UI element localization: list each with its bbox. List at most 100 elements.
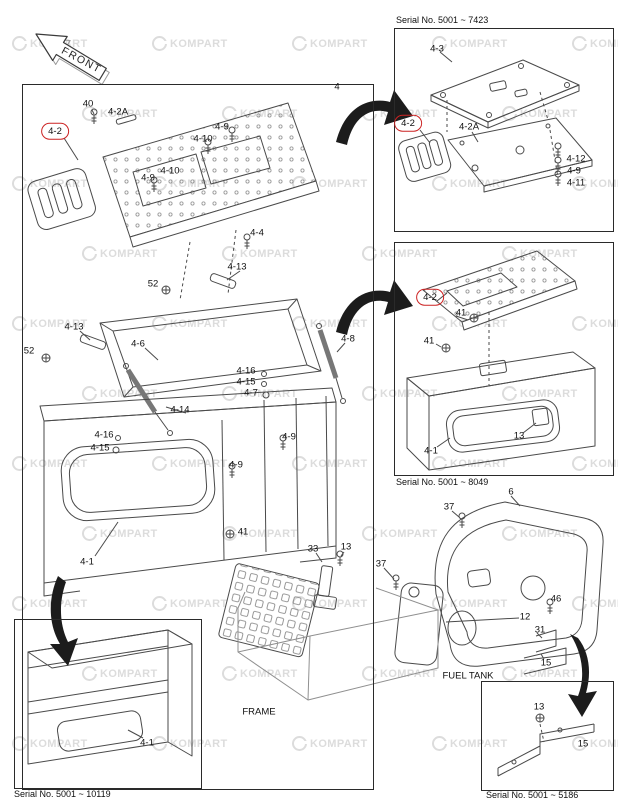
main-diagram-panel bbox=[22, 84, 374, 790]
watermark-text: KOMPART bbox=[310, 177, 368, 190]
watermark: KOMPART bbox=[12, 736, 88, 751]
part-label: 4-14 bbox=[170, 404, 190, 416]
watermark-text: KOMPART bbox=[100, 247, 158, 260]
watermark: KOMPART bbox=[572, 596, 618, 611]
part-label: 15 bbox=[540, 657, 552, 669]
watermark: KOMPART bbox=[12, 316, 88, 331]
watermark: KOMPART bbox=[572, 456, 618, 471]
part-label: 13 bbox=[340, 541, 352, 553]
kompart-logo-icon bbox=[362, 526, 378, 541]
watermark-text: KOMPART bbox=[170, 37, 228, 50]
watermark-text: KOMPART bbox=[30, 317, 88, 330]
part-label: 4 bbox=[334, 81, 340, 93]
roof-panel bbox=[102, 102, 320, 248]
part-label: 4-15 bbox=[236, 376, 256, 388]
part-label: 13 bbox=[533, 701, 545, 713]
watermark-text: KOMPART bbox=[380, 667, 438, 680]
serial-number-bottom-left: Serial No. 5001 ~ 10119 bbox=[14, 789, 111, 799]
kompart-logo-icon bbox=[362, 386, 378, 401]
watermark: KOMPART bbox=[292, 36, 368, 51]
tank-cover bbox=[434, 501, 604, 667]
watermark: KOMPART bbox=[152, 316, 228, 331]
inset-panel-bottom-left bbox=[14, 619, 202, 789]
part-label: 31 bbox=[534, 624, 546, 636]
kompart-logo-icon bbox=[432, 316, 448, 331]
watermark-text: KOMPART bbox=[590, 177, 618, 190]
kompart-logo-icon bbox=[502, 666, 518, 681]
watermark-text: KOMPART bbox=[240, 527, 298, 540]
part-label: 4-10 bbox=[160, 165, 180, 177]
part-label: 52 bbox=[147, 278, 159, 290]
roof-side-rail bbox=[27, 168, 96, 230]
part-label: 4-9 bbox=[282, 431, 296, 443]
watermark: KOMPART bbox=[12, 176, 88, 191]
kompart-logo-icon bbox=[152, 596, 168, 611]
watermark-text: KOMPART bbox=[100, 667, 158, 680]
strip-part bbox=[115, 114, 137, 125]
part-label: 4-4 bbox=[250, 227, 264, 239]
kompart-logo-icon bbox=[82, 386, 98, 401]
watermark-text: KOMPART bbox=[450, 37, 508, 50]
part-label-highlighted: 4-2 bbox=[416, 288, 444, 306]
watermark: KOMPART bbox=[152, 736, 228, 751]
watermark-text: KOMPART bbox=[310, 597, 368, 610]
part-label: 4-16 bbox=[94, 429, 114, 441]
frame-step-drawing bbox=[218, 550, 439, 701]
watermark: KOMPART bbox=[432, 596, 508, 611]
kompart-logo-icon bbox=[82, 666, 98, 681]
arrow-to-topright-icon bbox=[336, 90, 413, 145]
watermark-text: KOMPART bbox=[590, 457, 618, 470]
kompart-logo-icon bbox=[12, 316, 28, 331]
part-label: 40 bbox=[82, 98, 94, 110]
part-label: 4-9 bbox=[215, 121, 229, 133]
leader-lines bbox=[63, 109, 346, 557]
part-label: 4-2A bbox=[107, 106, 129, 118]
watermark-text: KOMPART bbox=[310, 37, 368, 50]
watermark: KOMPART bbox=[362, 666, 438, 681]
watermark: KOMPART bbox=[432, 36, 508, 51]
watermark-text: KOMPART bbox=[520, 387, 578, 400]
watermark: KOMPART bbox=[82, 666, 158, 681]
watermark: KOMPART bbox=[572, 36, 618, 51]
kompart-logo-icon bbox=[572, 456, 588, 471]
watermark-text: KOMPART bbox=[100, 107, 158, 120]
watermark: KOMPART bbox=[432, 736, 508, 751]
part-label: 41 bbox=[237, 526, 249, 538]
part-label: 4-9 bbox=[141, 172, 155, 184]
serial-number-mid-right: Serial No. 5001 ~ 8049 bbox=[396, 477, 489, 487]
part-label: 46 bbox=[550, 593, 562, 605]
kompart-logo-icon bbox=[432, 456, 448, 471]
fueltank-assembly-drawing bbox=[383, 495, 604, 675]
watermark-text: KOMPART bbox=[170, 597, 228, 610]
watermark-text: KOMPART bbox=[310, 318, 368, 330]
watermark: KOMPART bbox=[152, 36, 228, 51]
kompart-logo-icon bbox=[432, 736, 448, 751]
kompart-logo-icon bbox=[432, 176, 448, 191]
kompart-logo-icon bbox=[292, 736, 308, 751]
part-label: 41 bbox=[455, 307, 467, 319]
roof-panel-2 bbox=[422, 250, 578, 331]
drop-lines bbox=[179, 229, 237, 301]
arrow-to-midright-icon bbox=[336, 280, 413, 335]
inset-panel-bottom-right bbox=[481, 681, 614, 791]
kompart-logo-icon bbox=[12, 176, 28, 191]
watermark: KOMPART bbox=[82, 526, 158, 541]
part-label: 4-10 bbox=[193, 133, 213, 145]
watermark-text: KOMPART bbox=[380, 527, 438, 540]
watermark-text: KOMPART bbox=[240, 247, 298, 260]
part-label-highlighted: 4-2 bbox=[41, 122, 69, 140]
kompart-logo-icon bbox=[292, 36, 308, 51]
kompart-logo-icon bbox=[572, 596, 588, 611]
base-box-2 bbox=[406, 351, 596, 471]
cab-base bbox=[39, 387, 337, 597]
part-label: 15 bbox=[577, 738, 589, 750]
lower-rail bbox=[398, 131, 452, 182]
watermark: KOMPART bbox=[572, 176, 618, 191]
fuel-tank bbox=[394, 582, 444, 666]
part-label: 4-1 bbox=[140, 737, 154, 749]
inset-panel-top-right bbox=[394, 28, 614, 232]
kompart-logo-icon bbox=[432, 36, 448, 51]
kompart-logo-icon bbox=[502, 106, 518, 121]
gas-spring-right bbox=[316, 323, 346, 404]
